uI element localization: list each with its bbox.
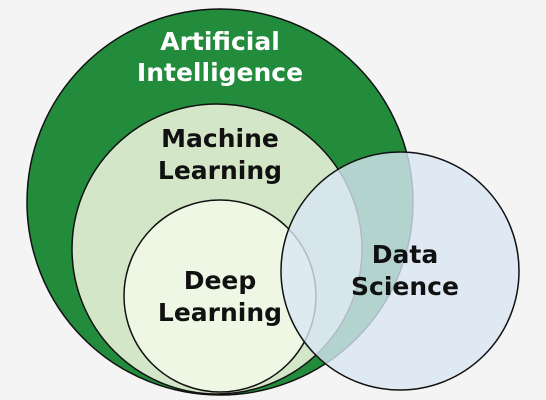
artificial-intelligence-label-line2: Intelligence — [137, 58, 303, 87]
deep-learning-label-line2: Learning — [158, 298, 282, 327]
artificial-intelligence-label: Artificial Intelligence — [137, 27, 303, 87]
data-science-label-line2: Science — [351, 272, 459, 301]
machine-learning-label-line1: Machine — [161, 124, 279, 153]
deep-learning-label: Deep Learning — [158, 266, 282, 327]
machine-learning-label: Machine Learning — [158, 124, 282, 185]
data-science-circle — [280, 151, 520, 391]
deep-learning-label-line1: Deep — [184, 266, 257, 295]
artificial-intelligence-label-line1: Artificial — [160, 27, 280, 56]
data-science-label-line1: Data — [372, 240, 438, 269]
data-science-label: Data Science — [351, 240, 459, 301]
machine-learning-label-line2: Learning — [158, 156, 282, 185]
